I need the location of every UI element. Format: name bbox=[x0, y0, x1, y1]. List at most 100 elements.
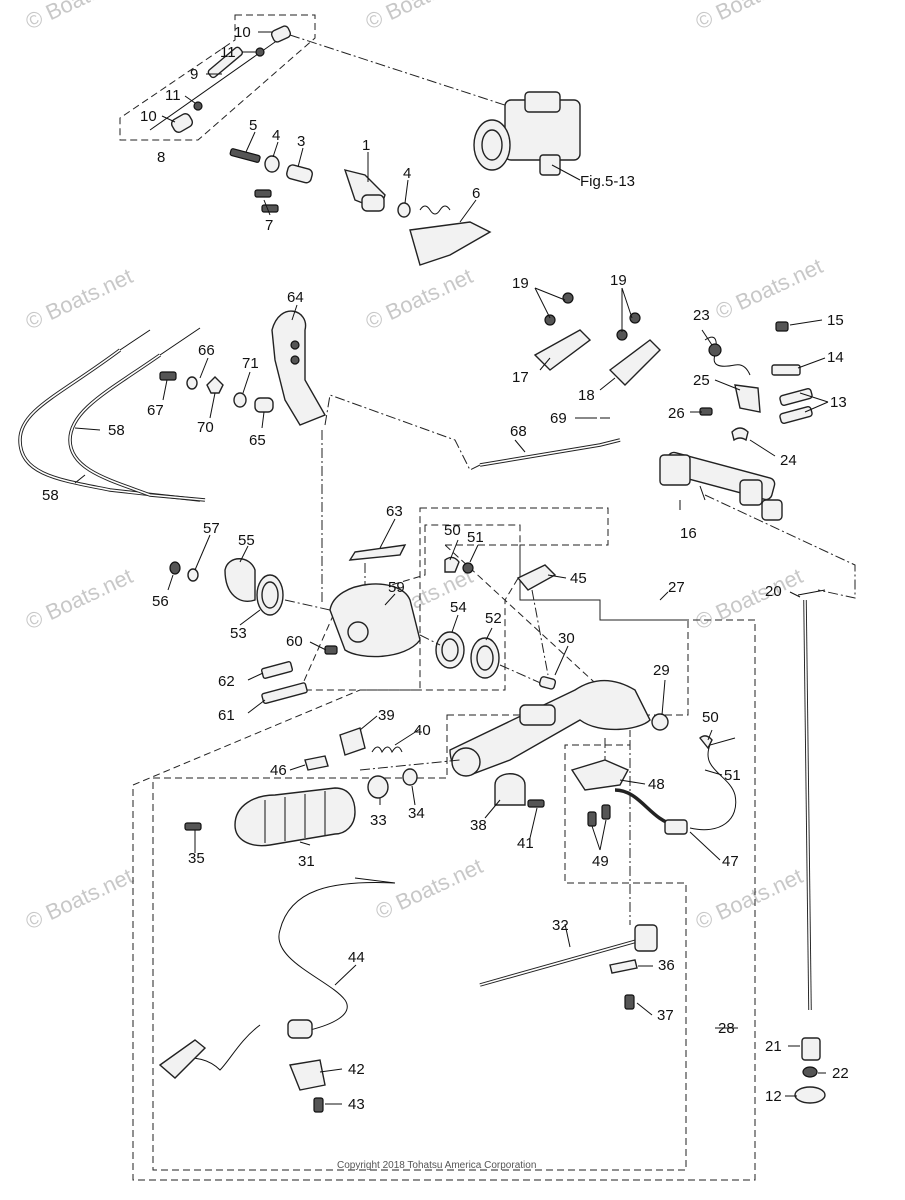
label-8: 8 bbox=[157, 149, 165, 166]
label-57: 57 bbox=[203, 520, 220, 537]
label-23: 23 bbox=[693, 307, 710, 324]
label-70: 70 bbox=[197, 419, 214, 436]
label-32: 32 bbox=[552, 917, 569, 934]
label-16: 16 bbox=[680, 525, 697, 542]
label-25: 25 bbox=[693, 372, 710, 389]
label-50-b: 50 bbox=[702, 709, 719, 726]
label-15: 15 bbox=[827, 312, 844, 329]
label-28: 28 bbox=[718, 1020, 735, 1037]
throttle-cam-parts bbox=[229, 148, 492, 266]
label-6: 6 bbox=[472, 185, 480, 202]
label-31: 31 bbox=[298, 853, 315, 870]
label-41: 41 bbox=[517, 835, 534, 852]
label-3: 3 bbox=[297, 133, 305, 150]
label-53: 53 bbox=[230, 625, 247, 642]
label-46: 46 bbox=[270, 762, 287, 779]
svg-text:© Boats.net: © Boats.net bbox=[692, 863, 807, 934]
svg-text:© Boats.net: © Boats.net bbox=[692, 563, 807, 634]
throttle-grip-parts bbox=[184, 727, 545, 847]
label-68: 68 bbox=[510, 423, 527, 440]
tiller-handle-body bbox=[359, 679, 669, 777]
svg-text:© Boats.net: © Boats.net bbox=[372, 853, 487, 924]
shift-rod-20 bbox=[794, 589, 826, 1104]
label-44: 44 bbox=[348, 949, 365, 966]
label-10-a: 10 bbox=[234, 24, 251, 41]
throttle-shaft-16 bbox=[659, 451, 856, 599]
svg-text:© Boats.net: © Boats.net bbox=[22, 0, 137, 35]
label-4-b: 4 bbox=[403, 165, 411, 182]
label-64: 64 bbox=[287, 289, 304, 306]
figure-ref: Fig.5-13 bbox=[580, 173, 635, 190]
group-box-27-inner bbox=[443, 544, 689, 716]
group-box-throttle bbox=[299, 524, 521, 691]
clip-50-51 bbox=[444, 556, 474, 574]
clamp-parts bbox=[699, 321, 813, 442]
throttle-cables bbox=[18, 327, 206, 502]
label-20: 20 bbox=[765, 583, 782, 600]
label-47: 47 bbox=[722, 853, 739, 870]
label-4-a: 4 bbox=[272, 127, 280, 144]
svg-text:© Boats.net: © Boats.net bbox=[22, 563, 137, 634]
copyright-text: Copyright 2018 Tohatsu America Corporati… bbox=[337, 1160, 536, 1171]
label-7: 7 bbox=[265, 217, 273, 234]
label-11-a: 11 bbox=[220, 44, 236, 61]
label-39: 39 bbox=[378, 707, 395, 724]
label-61: 61 bbox=[218, 707, 235, 724]
label-22: 22 bbox=[832, 1065, 849, 1082]
svg-text:© Boats.net: © Boats.net bbox=[22, 263, 137, 334]
group-box-8 bbox=[119, 14, 316, 141]
label-29: 29 bbox=[653, 662, 670, 679]
label-36: 36 bbox=[658, 957, 675, 974]
plate-45 bbox=[516, 564, 557, 690]
label-14: 14 bbox=[827, 349, 844, 366]
label-65: 65 bbox=[249, 432, 266, 449]
label-51-a: 51 bbox=[467, 529, 484, 546]
label-66: 66 bbox=[198, 342, 215, 359]
label-67: 67 bbox=[147, 402, 164, 419]
label-51-b: 51 bbox=[724, 767, 741, 784]
throttle-drum-parts bbox=[169, 430, 546, 705]
label-35: 35 bbox=[188, 850, 205, 867]
label-69: 69 bbox=[550, 410, 567, 427]
label-49: 49 bbox=[592, 853, 609, 870]
label-50-a: 50 bbox=[444, 522, 461, 539]
label-38: 38 bbox=[470, 817, 487, 834]
link-rod-assembly bbox=[149, 25, 521, 133]
label-24: 24 bbox=[780, 452, 797, 469]
label-10-b: 10 bbox=[140, 108, 157, 125]
label-19-b: 19 bbox=[610, 272, 627, 289]
label-59: 59 bbox=[388, 579, 405, 596]
label-21: 21 bbox=[765, 1038, 782, 1055]
label-55: 55 bbox=[238, 532, 255, 549]
label-43: 43 bbox=[348, 1096, 365, 1113]
label-63: 63 bbox=[386, 503, 403, 520]
label-54: 54 bbox=[450, 599, 467, 616]
label-45: 45 bbox=[570, 570, 587, 587]
label-58-a: 58 bbox=[42, 487, 59, 504]
label-62: 62 bbox=[218, 673, 235, 690]
lanyard-cord-parts bbox=[158, 877, 396, 1113]
stop-switch-parts bbox=[570, 735, 737, 835]
label-37: 37 bbox=[657, 1007, 674, 1024]
group-box-27 bbox=[132, 507, 756, 1181]
stop-rod-parts bbox=[479, 740, 658, 1010]
label-40: 40 bbox=[414, 722, 431, 739]
part-labels: 1 3 4 4 5 6 7 8 9 10 10 11 11 12 13 14 1… bbox=[42, 24, 849, 1113]
label-56: 56 bbox=[152, 593, 169, 610]
label-26: 26 bbox=[668, 405, 685, 422]
label-19-a: 19 bbox=[512, 275, 529, 292]
label-52: 52 bbox=[485, 610, 502, 627]
label-1: 1 bbox=[362, 137, 370, 154]
label-48: 48 bbox=[648, 776, 665, 793]
label-60: 60 bbox=[286, 633, 303, 650]
label-13: 13 bbox=[830, 394, 847, 411]
svg-text:© Boats.net: © Boats.net bbox=[362, 263, 477, 334]
throttle-lever-parts bbox=[159, 310, 327, 426]
label-9: 9 bbox=[190, 66, 198, 83]
svg-text:© Boats.net: © Boats.net bbox=[362, 0, 477, 35]
label-34: 34 bbox=[408, 805, 425, 822]
label-42: 42 bbox=[348, 1061, 365, 1078]
svg-text:© Boats.net: © Boats.net bbox=[712, 253, 827, 324]
label-12: 12 bbox=[765, 1088, 782, 1105]
